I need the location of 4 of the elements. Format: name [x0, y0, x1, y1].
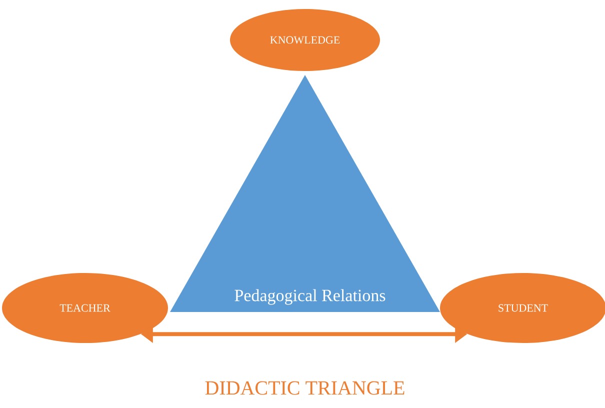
ellipse-node: TEACHER — [2, 273, 168, 343]
ellipse-node: KNOWLEDGE — [230, 9, 380, 71]
caption: DIDACTIC TRIANGLE — [205, 381, 404, 395]
triangle: Pedagogical Relations — [170, 75, 440, 312]
